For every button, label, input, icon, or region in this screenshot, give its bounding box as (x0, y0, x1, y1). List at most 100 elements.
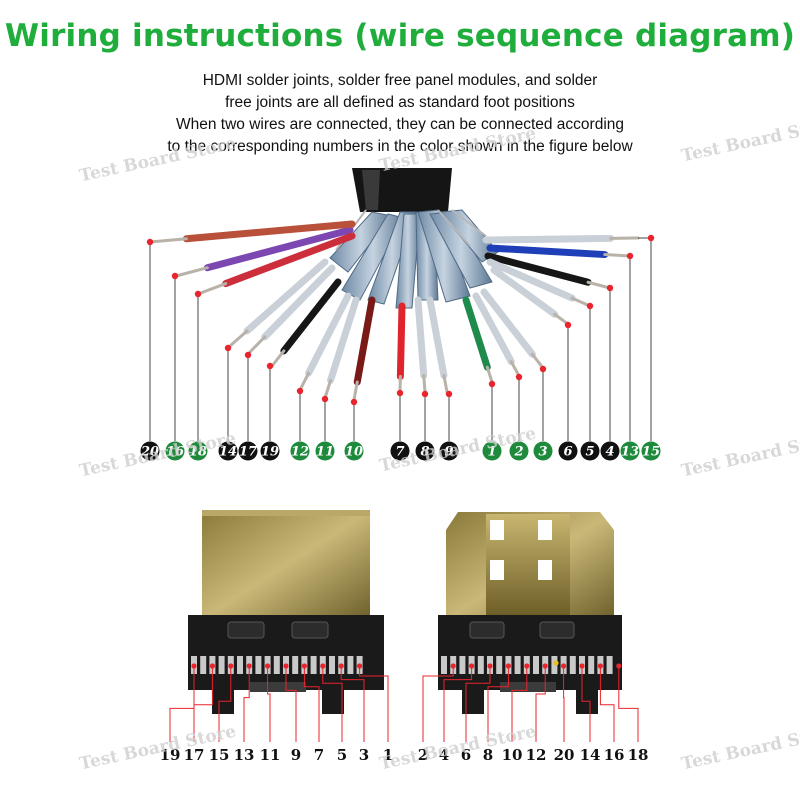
wire-number-4: 4 (605, 445, 614, 460)
wire-number-6: 6 (563, 445, 572, 460)
wire-number-18: 18 (189, 445, 207, 460)
right-connector-pins (441, 656, 622, 674)
wire-end-dot-4 (606, 284, 614, 292)
wire-12 (305, 292, 352, 377)
wire-tip-13 (603, 253, 632, 258)
pin-contact (533, 656, 539, 674)
pin-dot-3 (338, 663, 344, 669)
wire-tip-11 (323, 378, 333, 400)
pin-leader-11 (267, 668, 271, 742)
pin-dot-14 (579, 663, 585, 669)
wire-end-dot-7 (396, 389, 404, 397)
wire-end-dot-2 (515, 373, 523, 381)
wire-badge-20: 20 (140, 441, 160, 461)
wire-tip-6 (553, 312, 570, 326)
pin-label-6: 6 (461, 746, 471, 764)
wire-number-20: 20 (140, 445, 159, 460)
wire-8 (414, 296, 428, 379)
wire-2 (472, 292, 515, 366)
pin-leader-17 (193, 668, 213, 742)
wire-10 (353, 296, 376, 386)
pin-leader-15 (218, 668, 232, 742)
wire-badge-4: 4 (600, 441, 620, 461)
hdmi-connector-right (438, 512, 622, 714)
wire-badge-16: 16 (165, 441, 185, 461)
wire-badge-7: 7 (390, 441, 410, 461)
pin-contact (347, 656, 354, 674)
pin-label-9: 9 (291, 746, 301, 764)
wire-1 (462, 296, 491, 371)
wire-13 (486, 244, 609, 259)
pin-dot-6 (487, 663, 493, 669)
wire-20 (182, 220, 356, 243)
wire-number-16: 16 (166, 445, 184, 460)
wire-16 (203, 226, 354, 272)
wire-number-13: 13 (621, 445, 639, 460)
pin-label-17: 17 (184, 746, 205, 764)
wire-end-dot-12 (296, 387, 304, 395)
wire-14 (243, 258, 329, 335)
pin-leader-10 (511, 668, 528, 742)
wire-end-dot-3 (539, 365, 547, 373)
wire-end-dot-10 (350, 398, 358, 406)
wire-bundle (148, 209, 640, 402)
pin-dot-11 (265, 663, 271, 669)
wire-tip-17 (248, 335, 267, 354)
wire-number-14: 14 (219, 445, 237, 460)
wire-tip-16 (174, 266, 209, 278)
pin-leader-8 (487, 668, 509, 742)
pin-leader-9 (285, 668, 297, 742)
pin-contact (459, 656, 466, 674)
pin-leader-2 (422, 668, 454, 742)
drain-strand (437, 209, 471, 247)
pin-label-7: 7 (314, 746, 324, 764)
wire-number-1: 1 (487, 445, 496, 460)
pin-dot-8 (505, 663, 511, 669)
pin-label-20: 20 (554, 746, 575, 764)
wire-number-10: 10 (345, 445, 363, 460)
wire-tip-19 (270, 349, 286, 368)
pin-label-1: 1 (383, 746, 393, 764)
wire-tip-14 (228, 329, 249, 348)
pin-label-13: 13 (234, 746, 255, 764)
pin-label-14: 14 (580, 746, 601, 764)
pin-leader-14 (581, 668, 591, 742)
pin-leader-6 (465, 668, 491, 742)
wire-tip-4 (586, 280, 612, 290)
wire-badge-8: 8 (415, 441, 435, 461)
pin-dot-17 (209, 663, 215, 669)
wire-tip-1 (485, 365, 494, 384)
pin-label-10: 10 (502, 746, 523, 764)
wire-tip-20 (148, 237, 188, 244)
wire-number-2: 2 (513, 445, 523, 460)
wire-11 (327, 296, 360, 384)
wire-badge-19: 19 (260, 441, 280, 461)
wire-number-15: 15 (642, 445, 660, 460)
wire-number-19: 19 (261, 445, 279, 460)
pin-contact (310, 656, 317, 674)
pin-dot-12 (542, 663, 548, 669)
description-line-4: to the corresponding numbers in the colo… (167, 138, 633, 155)
pin-dot-9 (283, 663, 289, 669)
wire-end-dot-1 (488, 380, 496, 388)
wire-badge-2: 2 (509, 441, 529, 461)
description-line-1: HDMI solder joints, solder free panel mo… (202, 72, 598, 89)
wire-end-dot-20 (146, 238, 154, 246)
wire-tip-8 (422, 373, 427, 394)
wire-number-12: 12 (291, 445, 309, 460)
pin-leader-5 (322, 668, 343, 742)
pin-dot-highlight (553, 660, 559, 666)
pin-contact (329, 656, 335, 674)
wire-badge-9: 9 (439, 441, 459, 461)
pin-leader-3 (340, 668, 365, 742)
wire-end-dot-8 (421, 390, 429, 398)
pin-dot-18 (616, 663, 622, 669)
pin-dot-7 (301, 663, 307, 669)
wire-end-dot-18 (194, 290, 202, 298)
wire-9 (426, 296, 448, 379)
pin-contact (237, 656, 243, 674)
pin-leader-7 (303, 668, 320, 742)
pin-dot-16 (597, 663, 604, 669)
